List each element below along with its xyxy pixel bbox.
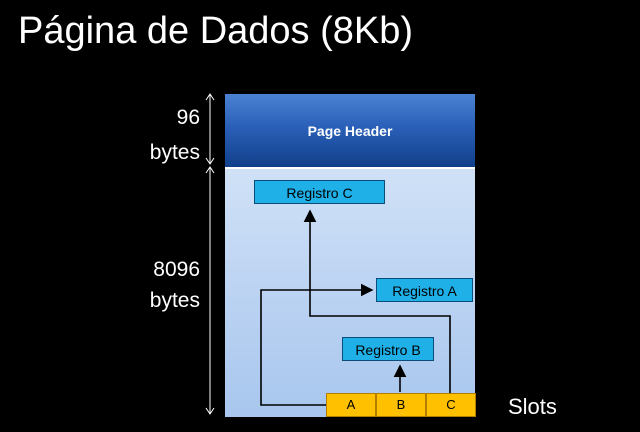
slot-a: A bbox=[326, 393, 376, 417]
slot-b: B bbox=[376, 393, 426, 417]
header-divider bbox=[225, 167, 475, 169]
record-c: Registro C bbox=[254, 180, 385, 204]
data-size-dimension bbox=[205, 166, 215, 415]
record-a: Registro A bbox=[376, 278, 473, 302]
slot-c: C bbox=[426, 393, 476, 417]
slots-label: Slots bbox=[508, 394, 557, 419]
page-header: Page Header bbox=[225, 94, 475, 167]
record-b: Registro B bbox=[342, 337, 434, 361]
slide-title: Página de Dados (8Kb) bbox=[18, 10, 414, 52]
header-size-dimension bbox=[205, 93, 215, 165]
data-size-unit: bytes bbox=[149, 289, 200, 312]
header-size-value: 96 bbox=[176, 106, 200, 129]
data-size-value: 8096 bbox=[153, 258, 200, 281]
header-size-unit: bytes bbox=[149, 141, 200, 164]
page-header-label: Page Header bbox=[307, 122, 393, 139]
